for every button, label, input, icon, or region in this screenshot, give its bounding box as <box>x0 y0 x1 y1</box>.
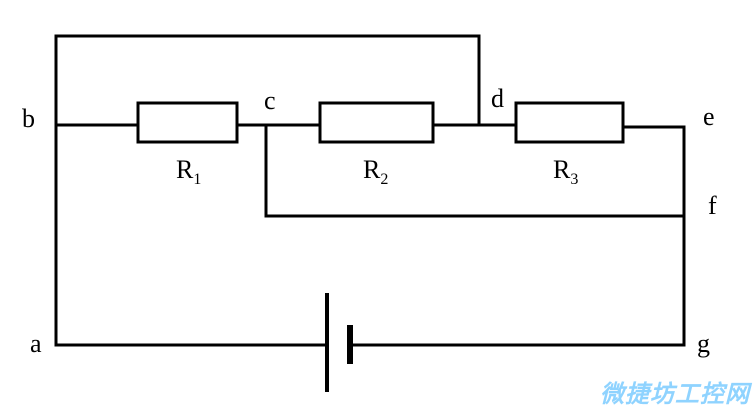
node-label-f: f <box>708 191 717 220</box>
wire-e-g <box>621 125 686 347</box>
resistor-label-r1-sub: 1 <box>193 171 201 188</box>
resistor-label-r2-main: R <box>363 155 381 184</box>
resistor-label-r2-sub: 2 <box>380 171 388 188</box>
resistor-label-r3-sub: 3 <box>570 171 578 188</box>
wire-top-loop <box>54 34 481 127</box>
resistor-r2 <box>318 101 435 144</box>
node-label-b: b <box>22 104 35 133</box>
node-label-g: g <box>697 329 710 358</box>
node-label-d: d <box>491 84 504 113</box>
resistor-r1 <box>136 101 239 144</box>
resistor-r3 <box>514 101 625 144</box>
resistor-label-r3-main: R <box>553 155 571 184</box>
resistor-label-r1-main: R <box>176 155 194 184</box>
resistor-label-r1: R1 <box>176 155 201 188</box>
wire-c-f <box>264 123 686 218</box>
node-label-c: c <box>264 86 276 115</box>
resistor-label-r3: R3 <box>553 155 578 188</box>
resistor-label-r2: R2 <box>363 155 388 188</box>
node-label-a: a <box>30 329 42 358</box>
node-label-e: e <box>703 102 715 131</box>
watermark-logo: 微捷坊工控网 <box>600 380 750 408</box>
